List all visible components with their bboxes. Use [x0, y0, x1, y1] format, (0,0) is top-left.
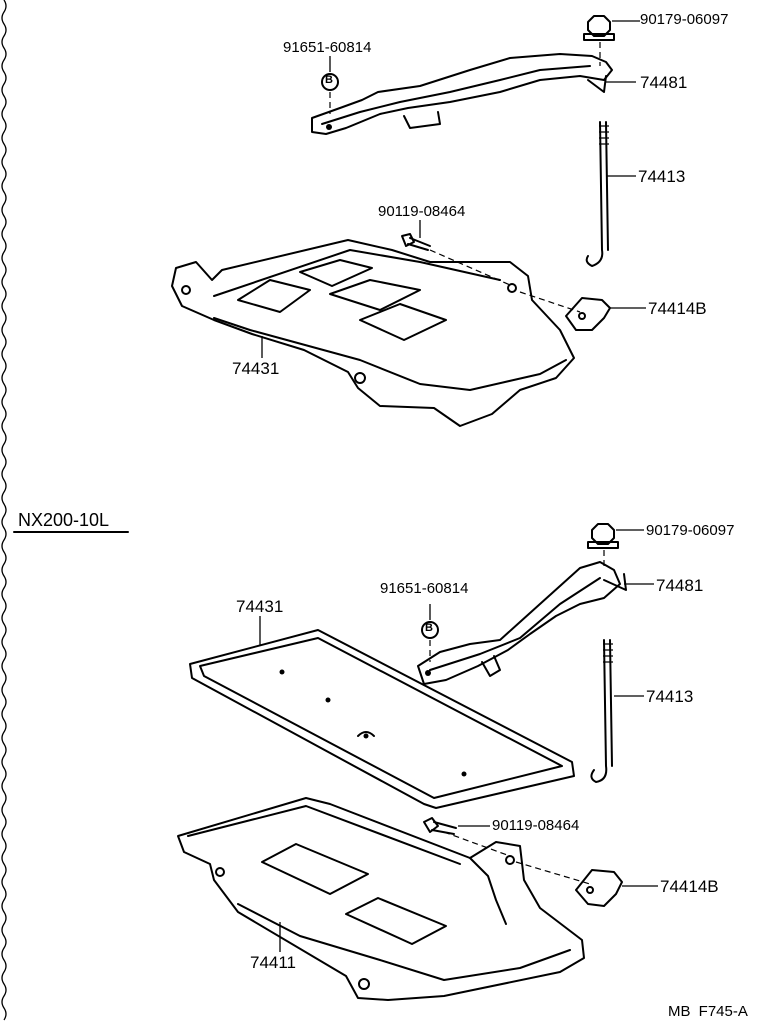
clamp-top	[311, 53, 613, 135]
label-washer-bottom: 91651-60814	[380, 580, 469, 597]
carrier-bottom	[177, 797, 585, 1001]
nut-top	[583, 15, 615, 41]
bracket-top	[565, 297, 611, 331]
washer-bottom	[421, 621, 439, 639]
rod-bottom	[590, 639, 613, 783]
tray-top	[171, 239, 575, 427]
washer-bottom-symbol: B	[425, 622, 433, 634]
label-bracket-bottom: 74414B	[660, 877, 719, 896]
footer-code: MB F745-A	[668, 1003, 748, 1020]
label-tray-bottom: 74431	[236, 597, 284, 616]
label-bolt-bottom: 90119-08464	[492, 817, 580, 834]
label-nut-top: 90179-06097	[640, 11, 729, 28]
label-rod-top: 74413	[638, 167, 686, 186]
section-label: NX200-10L	[18, 510, 110, 530]
tray-bottom	[189, 629, 575, 809]
washer-top	[321, 73, 339, 91]
label-nut-bottom: 90179-06097	[646, 522, 735, 539]
clamp-bottom	[417, 561, 627, 685]
label-bolt-top: 90119-08464	[378, 203, 466, 220]
label-clamp-bottom: 74481	[656, 576, 704, 595]
bolt-bottom	[423, 817, 457, 835]
label-rod-bottom: 74413	[646, 687, 694, 706]
bracket-bottom	[575, 869, 623, 907]
label-clamp-top: 74481	[640, 73, 688, 92]
label-bracket-top: 74414B	[648, 299, 707, 318]
rod-top	[585, 121, 609, 267]
label-washer-top: 91651-60814	[283, 39, 372, 56]
left-border	[1, 0, 7, 1021]
bolt-top	[401, 233, 431, 251]
label-tray-top: 74431	[232, 359, 280, 378]
washer-top-symbol: B	[325, 74, 333, 86]
nut-bottom	[587, 523, 619, 549]
label-carrier-bottom: 74411	[250, 953, 297, 972]
